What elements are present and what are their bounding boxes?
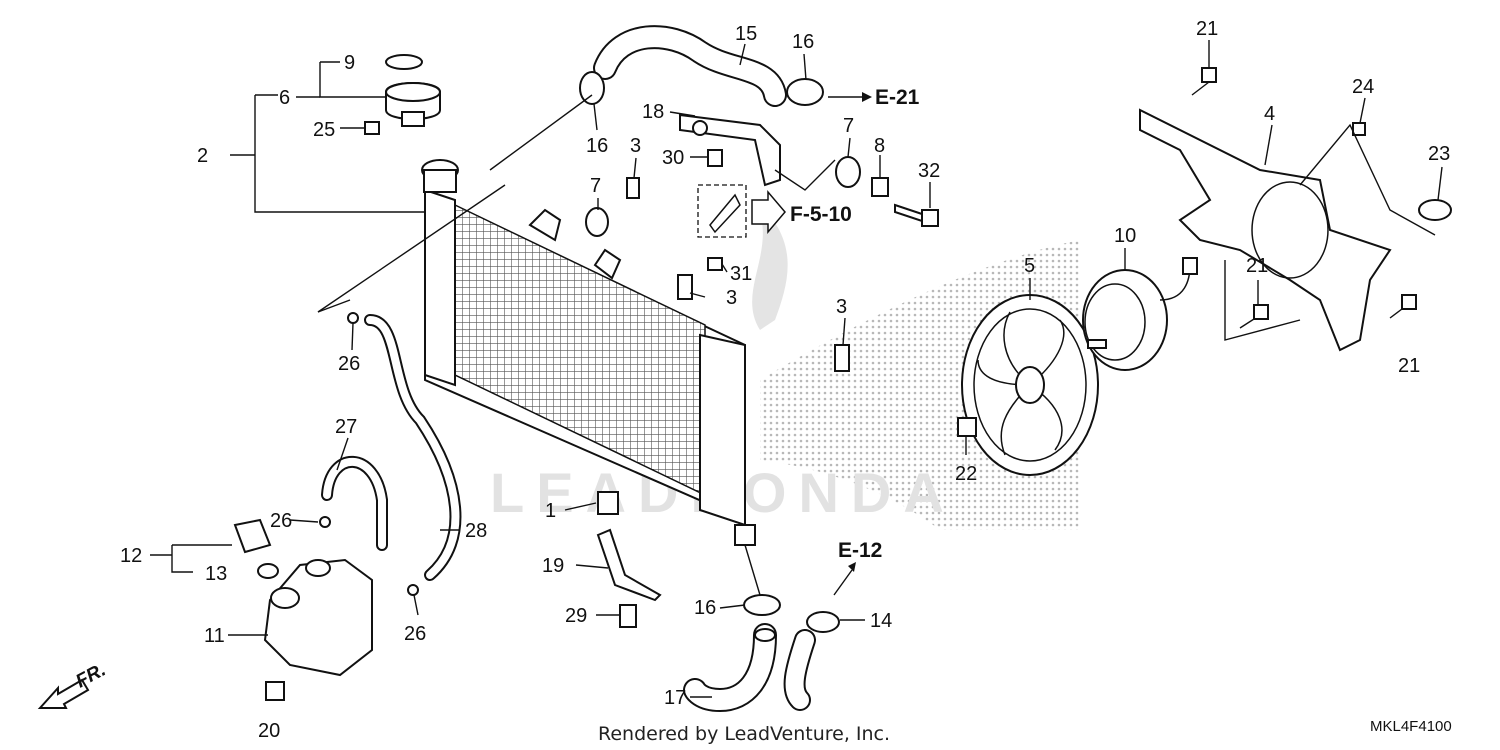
callout-3: 3	[726, 287, 737, 309]
callout-32: 32	[918, 160, 940, 182]
hose-clamp-14	[806, 611, 840, 633]
callout-3: 3	[836, 296, 847, 318]
bolt-29	[619, 604, 637, 628]
front-direction-arrow: FR.	[37, 660, 109, 709]
callout-9: 9	[344, 52, 355, 74]
o-ring-13	[257, 563, 279, 579]
callout-24: 24	[1352, 76, 1374, 98]
bolt-20	[265, 681, 285, 701]
diagram-code: MKL4F4100	[1370, 718, 1452, 735]
callout-4: 4	[1264, 103, 1275, 125]
bolt-31	[707, 257, 723, 271]
reserve-tank-cap	[233, 518, 272, 554]
callout-19: 19	[542, 555, 564, 577]
callout-21: 21	[1398, 355, 1420, 377]
bolt-21a	[1191, 67, 1217, 96]
hose-clamp-16b	[786, 78, 824, 106]
bolt-21c	[1389, 294, 1417, 319]
credit-text: Rendered by LeadVenture, Inc.	[598, 723, 890, 745]
callout-27: 27	[335, 416, 357, 438]
callout-28: 28	[465, 520, 487, 542]
hose-clamp-16c	[743, 594, 781, 616]
callout-14: 14	[870, 610, 892, 632]
callout-16: 16	[694, 597, 716, 619]
callout-30: 30	[662, 147, 684, 169]
overflow-hose-27	[321, 455, 388, 551]
clip-nut-3a	[626, 177, 640, 199]
callout-7: 7	[590, 175, 601, 197]
callout-6: 6	[279, 87, 290, 109]
siphon-hose-28	[364, 314, 462, 581]
watermark-flame	[752, 200, 788, 330]
callout-16: 16	[792, 31, 814, 53]
nut-24	[1352, 122, 1366, 136]
grommet-7a	[585, 207, 609, 237]
bracket-18	[679, 113, 781, 187]
collar-8	[871, 177, 889, 197]
bolt-32	[894, 203, 939, 227]
lower-hose	[683, 623, 816, 713]
clip-nut-3c	[834, 344, 850, 372]
callout-13: 13	[205, 563, 227, 585]
callout-8: 8	[874, 135, 885, 157]
callout-21: 21	[1246, 255, 1268, 277]
callout-5: 5	[1024, 255, 1035, 277]
fan-motor	[1082, 257, 1198, 371]
callout-26: 26	[404, 623, 426, 645]
callout-10: 10	[1114, 225, 1136, 247]
cooling-fan	[961, 294, 1099, 476]
callout-31: 31	[730, 263, 752, 285]
radiator-cap	[385, 54, 441, 127]
callout-20: 20	[258, 720, 280, 742]
bolt-30	[707, 149, 723, 167]
ref-box-f510	[697, 184, 786, 238]
radiator-core	[421, 159, 756, 546]
callout-12: 12	[120, 545, 142, 567]
grommet-1	[597, 491, 619, 515]
callout-23: 23	[1428, 143, 1450, 165]
callout-labels: 1 2 3 3 3 4 5 6 7 7 8 9 10 11 12 13 14 1…	[120, 18, 1450, 742]
callout-1: 1	[545, 500, 556, 522]
callout-2: 2	[197, 145, 208, 167]
bolt-25	[340, 121, 380, 135]
callout-11: 11	[204, 625, 225, 647]
callout-17: 17	[664, 687, 686, 709]
clip-23	[1418, 199, 1452, 221]
callout-16: 16	[586, 135, 608, 157]
bolt-21b	[1239, 304, 1269, 329]
callout-3: 3	[630, 135, 641, 157]
hose-clip-26b	[319, 516, 331, 528]
nut-22	[957, 417, 977, 437]
fan-shroud	[1139, 108, 1392, 352]
hose-clip-26c	[407, 584, 419, 596]
callout-25: 25	[313, 119, 335, 141]
callout-29: 29	[565, 605, 587, 627]
upper-hose	[593, 25, 787, 107]
reserve-tank	[263, 558, 373, 677]
callout-22: 22	[955, 463, 977, 485]
callout-7: 7	[843, 115, 854, 137]
bracket-19	[596, 528, 662, 602]
ref-e21: E-21	[875, 86, 920, 109]
grommet-7b	[835, 156, 861, 188]
ref-e12: E-12	[838, 539, 882, 562]
callout-26: 26	[338, 353, 360, 375]
callout-18: 18	[642, 101, 664, 123]
hose-clamp-16a	[579, 71, 605, 105]
callout-21: 21	[1196, 18, 1218, 40]
callout-15: 15	[735, 23, 757, 45]
callout-26: 26	[270, 510, 292, 532]
clip-nut-3b	[677, 274, 693, 300]
ref-f510: F-5-10	[790, 203, 852, 226]
hose-clip-26a	[347, 312, 359, 324]
